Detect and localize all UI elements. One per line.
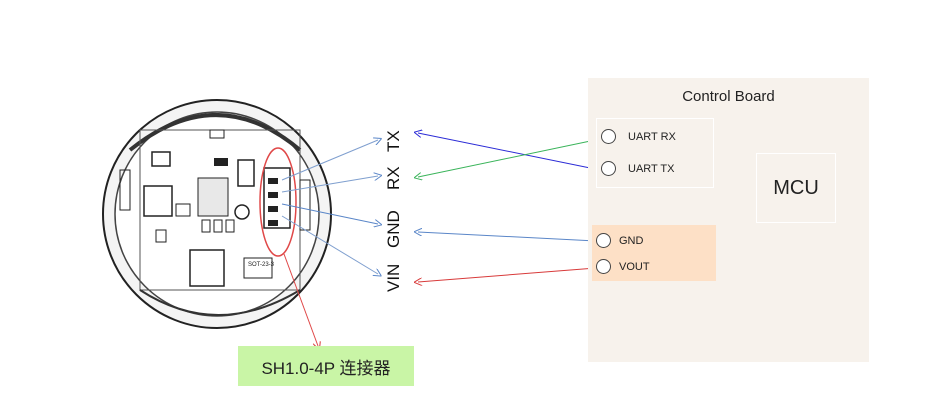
control-board: Control Board UART RX UART TX GND VOUT M… <box>588 78 869 362</box>
power-pin-group: GND VOUT <box>592 225 716 281</box>
gnd-leader-line <box>281 203 378 224</box>
pin-circle-icon <box>596 259 611 274</box>
board-title: Control Board <box>682 88 775 105</box>
gnd-pin: GND <box>596 233 643 248</box>
pin-circle-icon <box>601 161 616 176</box>
pin-label-gnd: GND <box>384 210 403 248</box>
mcu-label: MCU <box>773 176 819 199</box>
pin-circle-icon <box>601 129 616 144</box>
tx-to-uart-rx-wire <box>418 133 600 170</box>
uart-rx-label: UART RX <box>628 130 676 143</box>
sensor-module <box>102 99 332 329</box>
uart-tx-pin: UART TX <box>601 161 674 176</box>
pin-circle-icon <box>596 233 611 248</box>
pin-label-rx: RX <box>384 166 403 190</box>
connector-label: SH1.0-4P 连接器 <box>238 346 414 386</box>
label-pointer-line <box>283 253 318 346</box>
vout-pin: VOUT <box>596 259 650 274</box>
rx-leader-line <box>281 176 378 193</box>
silkscreen-text: SOT-23-3 <box>248 262 275 268</box>
uart-pin-group: UART RX UART TX <box>596 118 714 188</box>
vin-leader-line <box>281 215 378 274</box>
pin-label-vin: VIN <box>384 263 403 292</box>
rx-to-uart-tx-wire <box>418 139 600 177</box>
gnd-wire <box>418 232 596 241</box>
vin-to-vout-wire <box>418 268 596 282</box>
vout-label: VOUT <box>619 260 650 273</box>
mcu-block: MCU <box>756 153 836 223</box>
tx-leader-line <box>281 140 378 181</box>
uart-tx-label: UART TX <box>628 162 675 175</box>
gnd-label: GND <box>619 234 644 247</box>
pin-label-tx: TX <box>384 130 403 152</box>
uart-rx-pin: UART RX <box>601 129 676 144</box>
connector-highlight <box>259 147 297 257</box>
